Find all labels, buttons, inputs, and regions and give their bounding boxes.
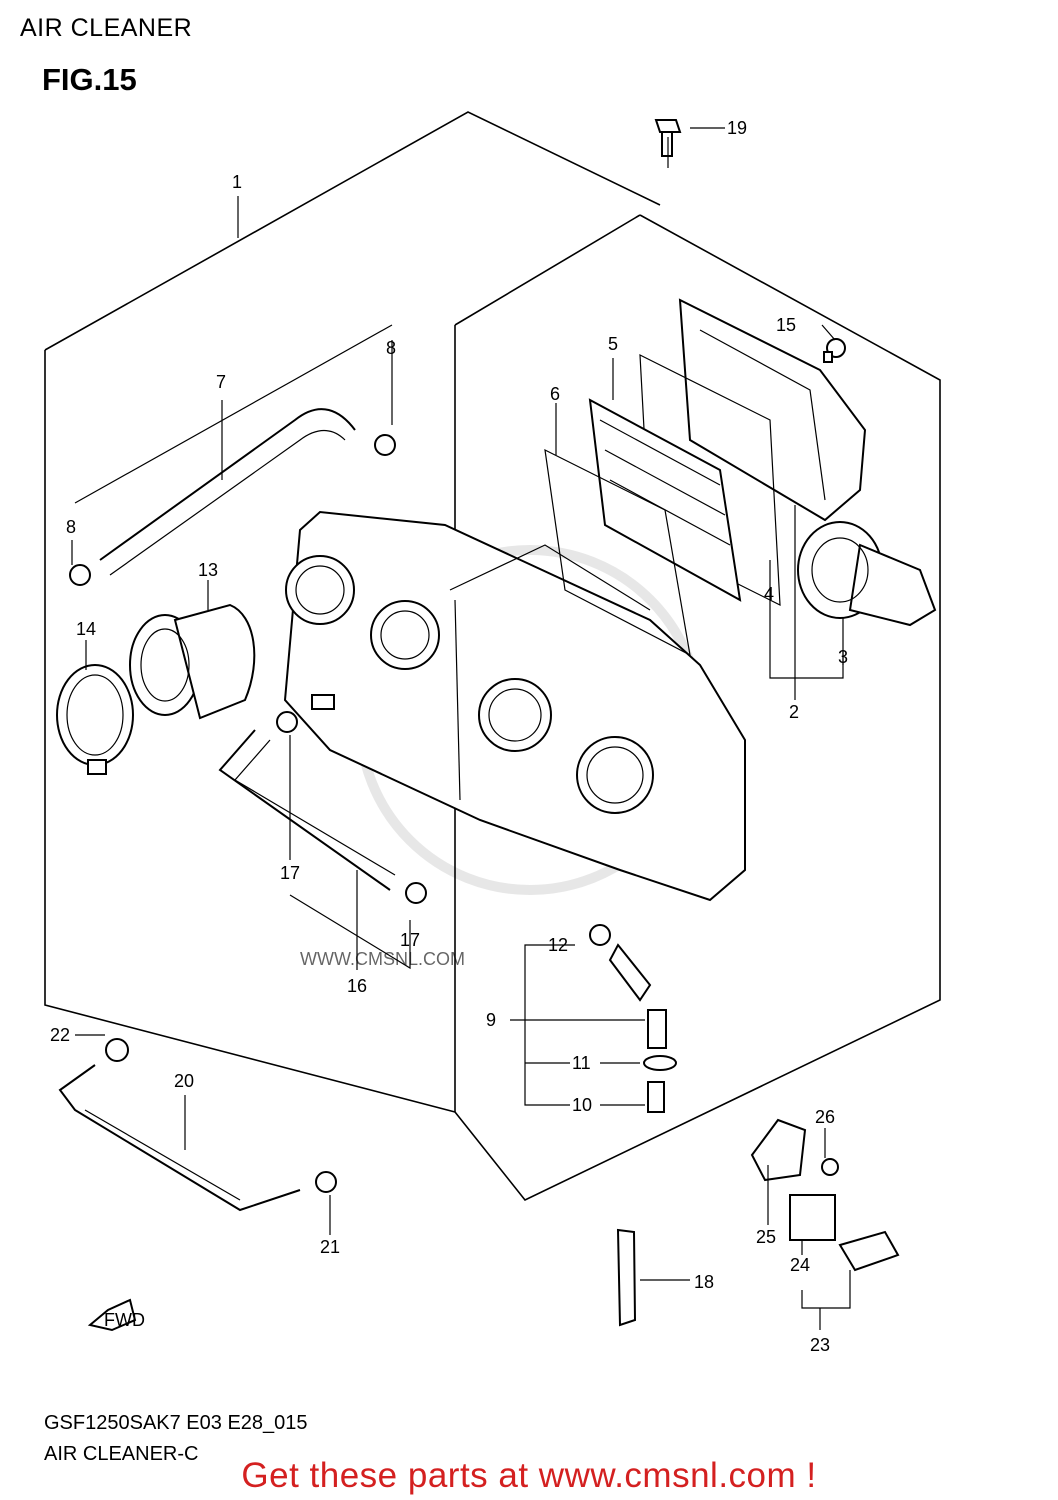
callout-3: 3 <box>838 647 848 667</box>
forward-label: FWD <box>104 1310 145 1330</box>
strap <box>616 1228 637 1327</box>
callout-25: 25 <box>756 1227 776 1247</box>
callout-13: 13 <box>198 560 218 580</box>
callout-7: 7 <box>216 372 226 392</box>
air-cleaner-housing <box>283 510 746 902</box>
callout-9: 9 <box>486 1010 496 1030</box>
coupler-cover <box>789 1194 836 1241</box>
callout-8-b: 8 <box>66 517 76 537</box>
assembly-outline-right <box>454 214 941 1201</box>
callout-26: 26 <box>815 1107 835 1127</box>
element-seal <box>544 448 691 657</box>
callout-12: 12 <box>548 935 568 955</box>
callout-17-b: 17 <box>400 930 420 950</box>
mounting-bolt <box>654 119 682 157</box>
drain-clamp <box>405 882 427 904</box>
callout-17: 17 <box>280 863 300 883</box>
callout-5: 5 <box>608 334 618 354</box>
callout-24: 24 <box>790 1255 810 1275</box>
coupler <box>838 1230 900 1272</box>
callout-6: 6 <box>550 384 560 404</box>
callout-15: 15 <box>776 315 796 335</box>
page-title: AIR CLEANER <box>20 14 193 42</box>
leader-lines <box>71 127 851 1330</box>
diagram-name: AIR CLEANER-C <box>44 1443 199 1465</box>
drain-clamp <box>276 711 298 733</box>
assembly-inner-outline <box>454 214 641 326</box>
intake-holder <box>129 603 256 720</box>
watermark-text: WWW.CMSNL.COM <box>300 949 465 969</box>
callout-20: 20 <box>174 1071 194 1091</box>
callout-16: 16 <box>347 976 367 996</box>
figure-label: FIG.15 <box>42 62 137 97</box>
callout-10: 10 <box>572 1095 592 1115</box>
drain-hose <box>218 729 391 891</box>
callout-21: 21 <box>320 1237 340 1257</box>
diagram-code: GSF1250SAK7 E03 E28_015 <box>44 1412 308 1434</box>
callout-4: 4 <box>764 584 774 604</box>
callout-19: 19 <box>727 118 747 138</box>
intake-duct <box>797 521 937 627</box>
callout-8: 8 <box>386 338 396 358</box>
callout-14: 14 <box>76 619 96 639</box>
callout-1: 1 <box>232 172 242 192</box>
forward-arrow-icon: FWD <box>87 1298 145 1332</box>
promo-link[interactable]: Get these parts at www.cmsnl.com ! <box>241 1456 817 1495</box>
callout-11: 11 <box>572 1053 591 1073</box>
vent-clamp <box>105 1038 129 1062</box>
hose-clamp <box>69 564 91 586</box>
assembly-outline <box>44 111 661 351</box>
air-cleaner-cover <box>678 298 867 522</box>
vent-hose <box>58 1064 301 1212</box>
cover-screw <box>823 338 846 363</box>
callout-22: 22 <box>50 1025 70 1045</box>
callout-labels: 1 2 3 4 5 6 7 8 8 9 10 11 12 13 14 15 16… <box>50 118 848 1355</box>
air-filter-element <box>588 398 742 602</box>
hose-clamp <box>374 434 396 456</box>
holder-clamp <box>56 664 134 775</box>
bracket-bolt <box>821 1158 839 1176</box>
vent-clamp <box>315 1171 337 1193</box>
assembly-outline-left <box>44 350 456 1113</box>
callout-2: 2 <box>789 702 799 722</box>
bracket <box>750 1118 807 1182</box>
callout-18: 18 <box>694 1272 714 1292</box>
drain-plug-set <box>589 924 677 1113</box>
callout-23: 23 <box>810 1335 830 1355</box>
